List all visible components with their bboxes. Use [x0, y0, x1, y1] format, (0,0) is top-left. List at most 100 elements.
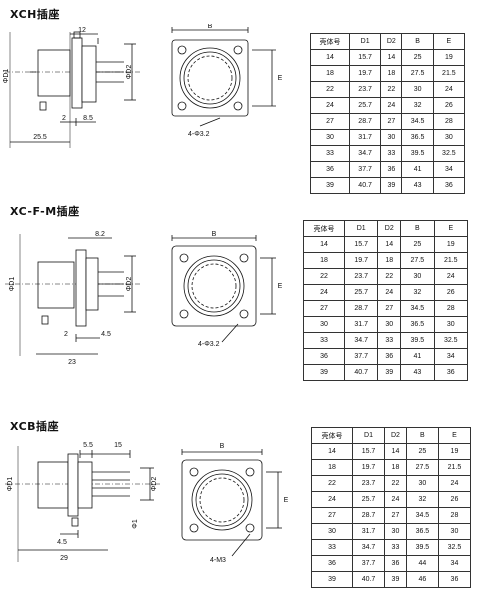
table-cell: 36 [433, 364, 469, 381]
xch-dim-a: 2 [62, 115, 66, 122]
header-cell: E [432, 33, 466, 50]
table-cell: 15.7 [351, 443, 386, 460]
table-cell: 28 [433, 300, 469, 317]
table-cell: 36 [377, 348, 402, 365]
table-cell: 30 [384, 523, 407, 540]
table-cell: 34.5 [401, 113, 434, 130]
table-cell: 27 [380, 113, 403, 130]
table-cell: 23.7 [343, 268, 379, 285]
xcb-diam2-label: ΦD2 [151, 477, 158, 492]
table-cell: 21.5 [432, 65, 466, 82]
table-cell: 36.5 [400, 316, 435, 333]
table-cell: 33 [377, 332, 402, 349]
table-cell: 30 [401, 81, 434, 98]
table-header-row: 壳体号 D1 D2 B E [310, 33, 466, 50]
table-cell: 32 [401, 97, 434, 114]
table-cell: 14 [377, 236, 402, 253]
xcb-front-view: B E 4-M3 [181, 443, 289, 564]
header-cell: D2 [380, 33, 403, 50]
table-cell: 33 [303, 332, 345, 349]
xcfm-diam2-label: ΦD2 [126, 277, 133, 292]
table-cell: 25 [400, 236, 435, 253]
table-cell: 40.7 [343, 364, 379, 381]
table-cell: 39.5 [401, 145, 434, 162]
table-cell: 22 [303, 268, 345, 285]
table-cell: 24 [433, 268, 469, 285]
xcfm-length: 23 [68, 359, 76, 366]
table-cell: 19.7 [343, 252, 379, 269]
xcb-top-dim-a: 5.5 [83, 442, 93, 449]
table-cell: 31.7 [343, 316, 379, 333]
table-cell: 32.5 [433, 332, 469, 349]
xch-height-label: E [278, 75, 283, 82]
table-cell: 30 [433, 316, 469, 333]
table-cell: 31.7 [351, 523, 386, 540]
table-cell: 23.7 [351, 475, 386, 492]
table-cell: 37.7 [351, 555, 386, 572]
table-cell: 21.5 [437, 459, 472, 476]
table-cell: 30 [437, 523, 472, 540]
header-cell: D1 [343, 220, 379, 237]
xcb-diam3-label: Φ1 [132, 519, 139, 529]
table-cell: 32.5 [432, 145, 466, 162]
table-cell: 43 [401, 177, 434, 194]
table-cell: 14 [303, 236, 345, 253]
xcb-top-dim-b: 15 [114, 442, 122, 449]
xch-dim-b: 8.5 [83, 115, 93, 122]
table-cell: 33 [310, 145, 350, 162]
table-cell: 34.5 [400, 300, 435, 317]
section-title-xc-f-m: XC-F-M插座 [10, 205, 80, 218]
table-cell: 36 [311, 555, 353, 572]
table-cell: 46 [405, 571, 439, 588]
table-cell: 24 [437, 475, 472, 492]
table-cell: 25.7 [351, 491, 386, 508]
table-cell: 30 [400, 268, 435, 285]
table-cell: 28.7 [351, 507, 386, 524]
table-cell: 22 [377, 268, 402, 285]
table-cell: 34 [433, 348, 469, 365]
header-cell: 壳体号 [310, 33, 350, 50]
xcb-hole-label: 4-M3 [210, 557, 226, 564]
table-header-row: 壳体号 D1 D2 B E [311, 427, 472, 444]
table-cell: 14 [310, 49, 350, 66]
table-cell: 19 [432, 49, 466, 66]
table-cell: 33 [311, 539, 353, 556]
table-cell: 24 [303, 284, 345, 301]
table-cell: 27.5 [401, 65, 434, 82]
xcfm-hole-label: 4-Φ3.2 [198, 341, 220, 348]
header-cell: 壳体号 [311, 427, 353, 444]
table-cell: 43 [400, 364, 435, 381]
table-cell: 22 [310, 81, 350, 98]
table-cell: 27.5 [400, 252, 435, 269]
table-cell: 28 [437, 507, 472, 524]
table-cell: 18 [377, 252, 402, 269]
table-cell: 30 [310, 129, 350, 146]
table-cell: 24 [380, 97, 403, 114]
table-cell: 19.7 [351, 459, 386, 476]
header-cell: B [405, 427, 439, 444]
table-cell: 39 [310, 177, 350, 194]
xcb-height-label: E [284, 497, 289, 504]
table-cell: 36 [432, 177, 466, 194]
table-cell: 22 [311, 475, 353, 492]
table-cell: 34.5 [405, 507, 439, 524]
table-cell: 36 [310, 161, 350, 178]
table-cell: 33 [380, 145, 403, 162]
table-cell: 41 [400, 348, 435, 365]
header-cell: D2 [377, 220, 402, 237]
table-cell: 18 [384, 459, 407, 476]
